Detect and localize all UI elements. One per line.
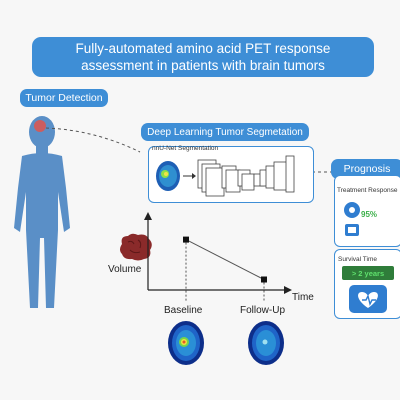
nnunet-diagram — [156, 155, 295, 197]
treatment-response-icon — [344, 202, 360, 236]
tumor-icon — [120, 233, 152, 261]
category-label-baseline: Baseline — [164, 305, 203, 316]
series-line — [185, 239, 265, 280]
prognosis-label: Prognosis — [331, 159, 400, 179]
tumor-detection-label: Tumor Detection — [20, 89, 108, 107]
x-axis-label: Time — [292, 292, 314, 303]
survival-time-label: Survival Time — [338, 256, 378, 263]
data-point-follow-up — [261, 276, 267, 283]
treatment-response-value: 95% — [361, 210, 378, 219]
title-line-1: Fully-automated amino acid PET response — [75, 41, 331, 56]
survival-time-value: > 2 years — [342, 266, 394, 280]
tumor-location-marker — [34, 120, 46, 132]
follow-up-pet-scan-icon — [248, 321, 284, 365]
human-body-icon — [14, 116, 70, 308]
baseline-pet-scan-icon — [168, 321, 204, 365]
title-banner: Fully-automated amino acid PET response … — [32, 37, 374, 77]
category-label-follow-up: Follow-Up — [240, 305, 286, 316]
y-axis-label: Volume — [108, 264, 142, 275]
deep-learning-label: Deep Learning Tumor Segmetation — [141, 123, 309, 141]
treatment-response-label: Treatment Response — [337, 187, 398, 194]
data-point-baseline — [183, 236, 189, 243]
segmentation-method-label: nnU-Net Segmentation — [152, 145, 219, 152]
survival-heart-icon — [349, 285, 387, 313]
title-line-2: assessment in patients with brain tumors — [81, 58, 325, 73]
